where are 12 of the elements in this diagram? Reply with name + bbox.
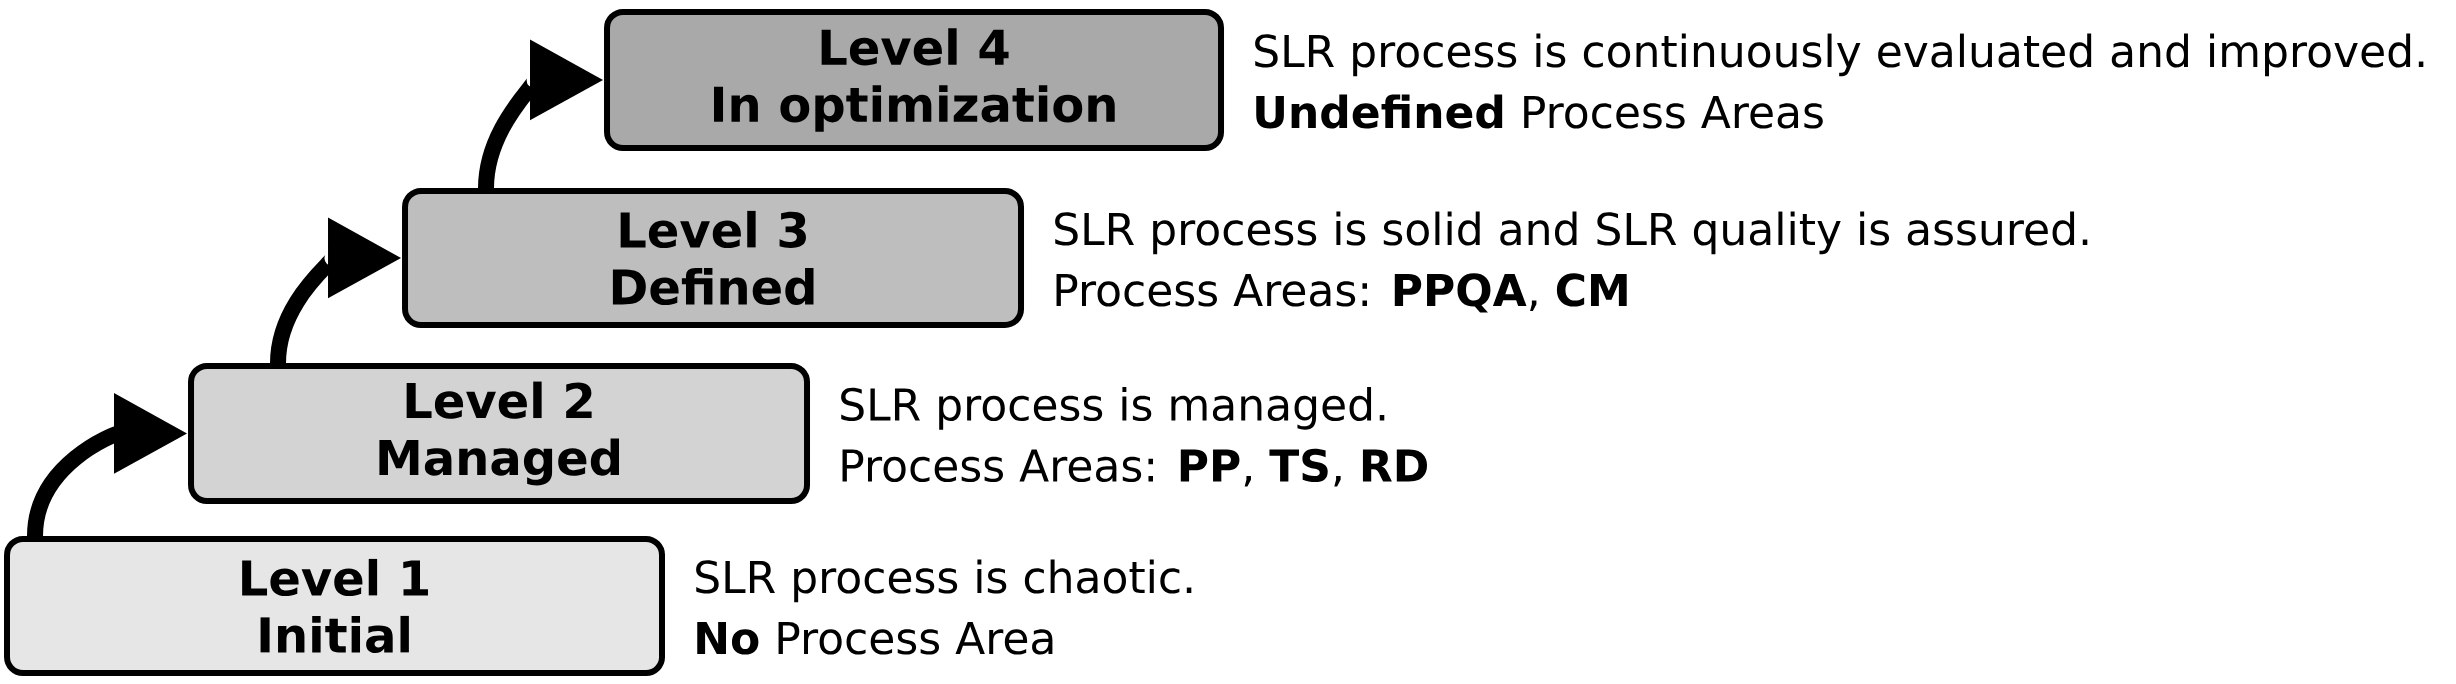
level-box: Level 3 Defined	[402, 188, 1024, 328]
level-box: Level 2 Managed	[188, 363, 810, 504]
description-text: Process Areas: PPQA, CM	[1056, 273, 1627, 313]
description-text: SLR process is solid and SLR quality is assured.	[1055, 211, 2088, 255]
description-text: No Process Area	[697, 621, 1053, 655]
description-text: SLR process is managed.	[841, 387, 1385, 430]
description-text: Process Areas: PP, TS, RD	[842, 448, 1427, 487]
description-text: SLR process is continuously evaluated and improved.	[1255, 33, 2424, 77]
description-text: Undefined Process Areas	[1256, 94, 1823, 129]
level-box: Level 4 In optimization	[604, 9, 1224, 151]
description-text: SLR process is chaotic.	[696, 559, 1192, 603]
level-box: Level 1 Initial	[4, 536, 665, 676]
